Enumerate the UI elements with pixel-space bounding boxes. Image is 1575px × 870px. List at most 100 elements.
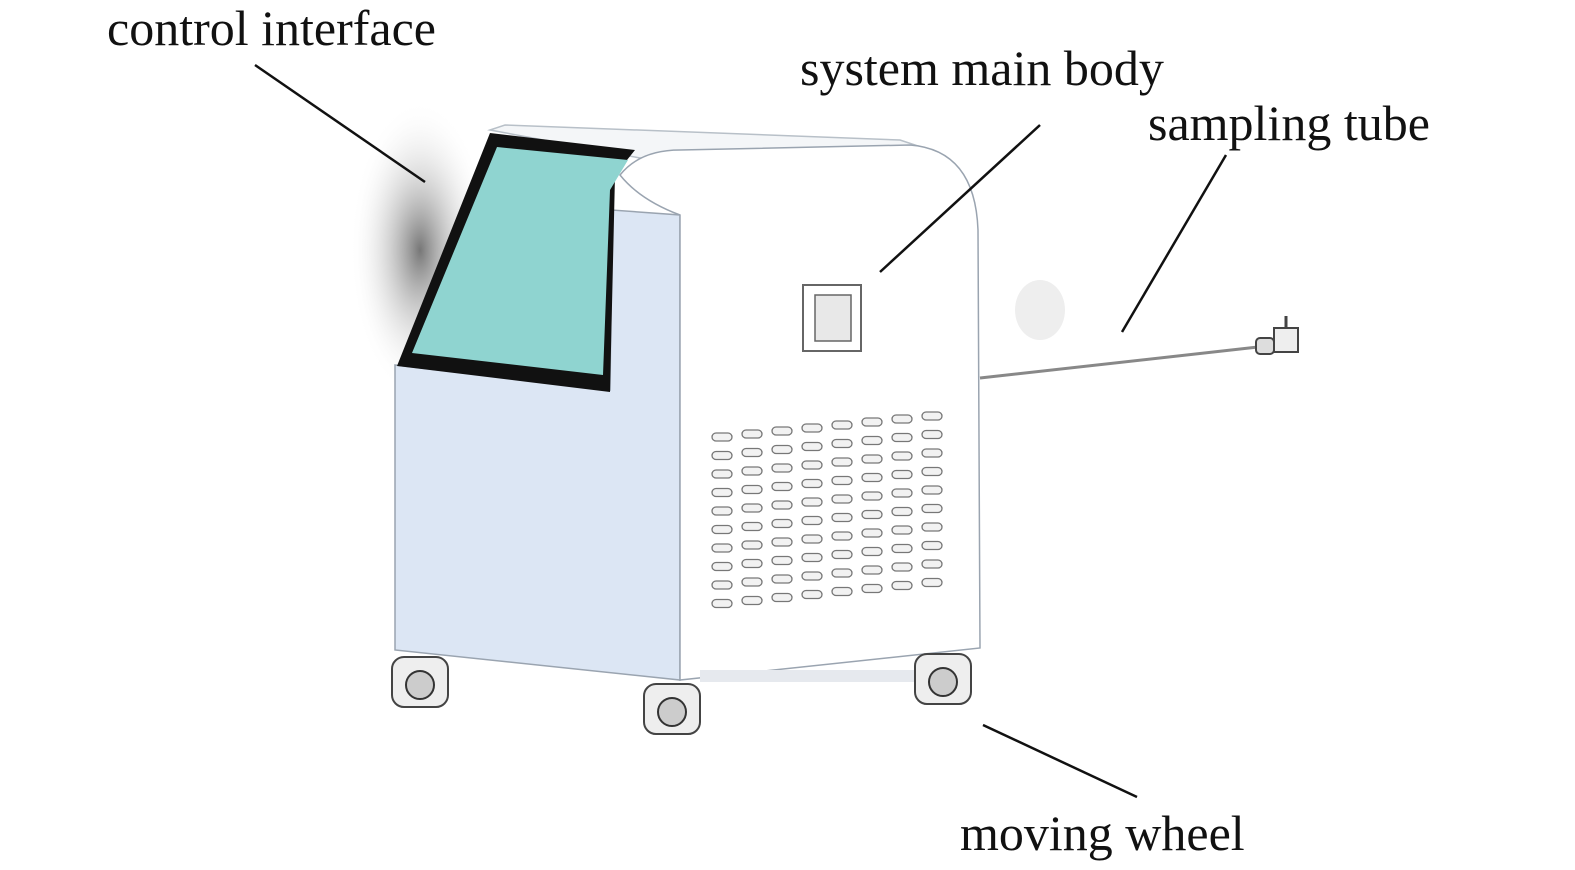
vent-slot	[741, 577, 763, 587]
vent-slot	[831, 475, 853, 486]
vent-slot	[921, 559, 943, 569]
vent-slot	[861, 417, 883, 427]
valve	[1255, 316, 1299, 355]
leader-moving-wheel	[982, 723, 1138, 799]
vent-slot	[861, 565, 883, 575]
vent-slot	[831, 512, 853, 523]
vent-slot	[771, 555, 793, 566]
vent-slot	[741, 466, 763, 476]
vent-slot	[711, 432, 733, 442]
base-strip	[700, 670, 920, 682]
vent-slot	[771, 518, 793, 529]
vent-slot	[801, 497, 823, 507]
vent-slot	[891, 469, 913, 480]
vent-slot	[771, 426, 793, 436]
vent-slot	[771, 463, 793, 473]
vent-slot	[741, 558, 763, 569]
vent-slot	[801, 423, 823, 433]
vent-slot	[801, 478, 823, 489]
vent-slot	[831, 586, 853, 597]
vent-slot	[741, 447, 763, 458]
vent-slot	[861, 454, 883, 464]
vent-slot	[831, 568, 853, 578]
vent-slot	[711, 561, 733, 572]
vent-slot	[771, 574, 793, 584]
vent-slot	[741, 540, 763, 550]
vent-slot	[831, 549, 853, 560]
vent-slot	[711, 469, 733, 479]
vent-slot	[861, 528, 883, 538]
vent-slot	[771, 444, 793, 455]
shadow-spot	[1015, 280, 1065, 340]
leader-system-main-body	[879, 124, 1041, 273]
vent-slot	[861, 491, 883, 501]
vent-slot	[741, 595, 763, 606]
main-body-front	[619, 144, 981, 681]
vent-slot	[861, 546, 883, 557]
vent-slot	[891, 506, 913, 517]
vent-slot	[711, 450, 733, 461]
vent-slot	[921, 577, 943, 588]
vent-slot	[711, 598, 733, 609]
vent-slot	[891, 451, 913, 461]
vent-slot	[831, 457, 853, 467]
vent-slot	[921, 503, 943, 514]
vent-slot	[891, 525, 913, 535]
vent-slot	[771, 500, 793, 510]
vent-slot	[831, 420, 853, 430]
vent-slot	[771, 592, 793, 603]
vent-slot	[801, 460, 823, 470]
vent-slot	[831, 494, 853, 504]
vent-slot	[891, 543, 913, 554]
vent-slot	[861, 509, 883, 520]
vent-slot	[801, 441, 823, 452]
vent-slot	[711, 524, 733, 535]
vent-slot	[801, 534, 823, 544]
vent-slot	[711, 506, 733, 516]
vent-slot	[861, 435, 883, 446]
wheel-front-right	[643, 683, 701, 735]
wheel-back-right	[914, 653, 972, 705]
vent-slot	[861, 583, 883, 594]
vent-slot	[831, 438, 853, 449]
label-system-main-body: system main body	[800, 40, 1164, 96]
vent-slot	[921, 411, 943, 421]
leader-sampling-tube	[1120, 154, 1228, 333]
vent-slot	[921, 429, 943, 440]
vent-slot	[891, 414, 913, 424]
sampling-tube	[979, 345, 1259, 380]
vent-slot	[921, 522, 943, 532]
wheel-front-left	[391, 656, 449, 708]
vent-slot	[741, 503, 763, 513]
vent-slot	[711, 580, 733, 590]
vent-slot	[741, 521, 763, 532]
vent-slot	[921, 448, 943, 458]
vent-slot	[801, 552, 823, 563]
vent-slot	[861, 472, 883, 483]
vent-slot	[771, 537, 793, 547]
vent-slot	[771, 481, 793, 492]
vent-slot	[801, 589, 823, 600]
vent-slot	[891, 562, 913, 572]
label-moving-wheel: moving wheel	[960, 805, 1245, 861]
vent-slot	[711, 543, 733, 553]
vent-slot	[801, 515, 823, 526]
label-control-interface: control interface	[107, 0, 436, 56]
vent-slot	[921, 540, 943, 551]
vent-grid	[711, 411, 943, 609]
vent-slot	[891, 432, 913, 443]
vent-slot	[741, 429, 763, 439]
vent-slot	[921, 466, 943, 477]
vent-slot	[891, 488, 913, 498]
vent-slot	[801, 571, 823, 581]
label-sampling-tube: sampling tube	[1148, 95, 1430, 151]
vent-slot	[711, 487, 733, 498]
vent-slot	[891, 580, 913, 591]
vent-slot	[831, 531, 853, 541]
vent-slot	[741, 484, 763, 495]
vent-slot	[921, 485, 943, 495]
leader-control-interface	[254, 63, 426, 184]
control-screen	[412, 147, 628, 375]
